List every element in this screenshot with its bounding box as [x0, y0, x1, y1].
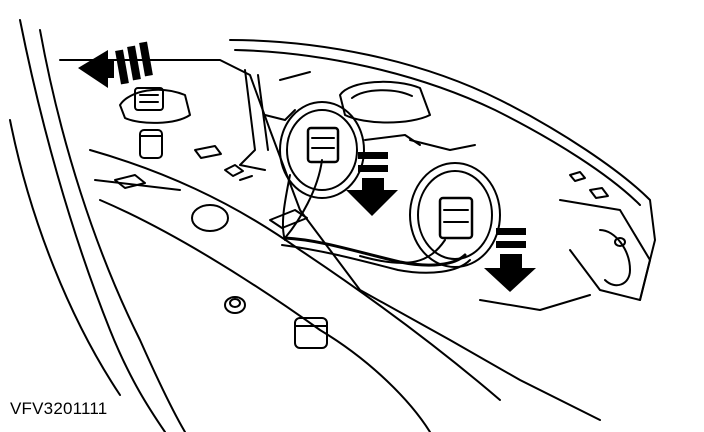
left-bulb-assembly [279, 101, 365, 241]
side-lamp-connector [119, 87, 222, 159]
right-bulb-assembly [359, 162, 501, 268]
arrow-down-left-bulb [346, 152, 398, 216]
housing-cover-cap [339, 80, 431, 146]
arrow-up-left [78, 41, 153, 88]
arrow-down-right-bulb [484, 228, 536, 292]
wiring-harness [269, 209, 471, 274]
figure-id-label: VFV3201111 [10, 399, 108, 418]
radiator-support-panel [59, 59, 601, 432]
headlamp-housing [229, 39, 656, 301]
mounting-bracket [239, 69, 591, 311]
fender-outline [9, 19, 186, 432]
panel-holes [191, 164, 328, 349]
